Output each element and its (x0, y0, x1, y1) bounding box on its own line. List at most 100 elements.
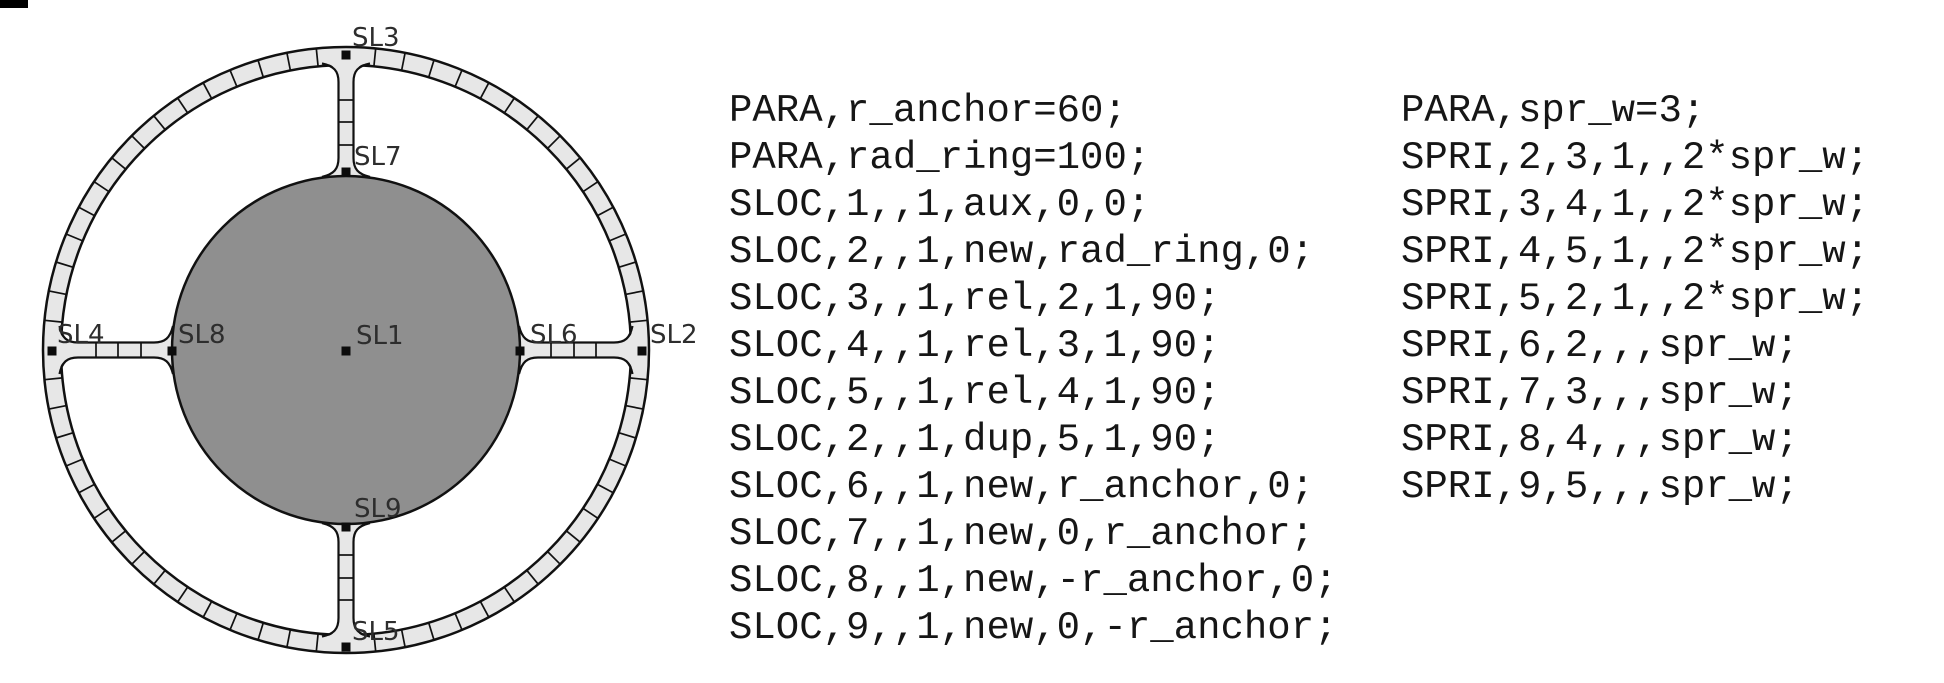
code-line: SLOC,8,,1,new,-r_anchor,0; (729, 559, 1338, 603)
ring-segment-divider (503, 586, 516, 603)
ring-segment-divider (65, 233, 84, 242)
ring-segment-divider (582, 507, 599, 520)
sl2-label: SL2 (650, 320, 698, 350)
ring-segment-divider (131, 550, 146, 565)
ring-segment-divider (629, 319, 648, 323)
sl8-marker (167, 346, 177, 356)
code-line: PARA,spr_w=3; (1401, 89, 1706, 133)
ring-segment-divider (479, 600, 490, 618)
ring-segment-divider (257, 622, 265, 641)
code-line: SPRI,2,3,1,,2*spr_w; (1401, 136, 1870, 180)
ring-segment-divider (618, 431, 637, 439)
code-line: SLOC,7,,1,new,0,r_anchor; (729, 512, 1315, 556)
ring-segment-divider (315, 633, 319, 652)
ring-segment-divider (55, 261, 74, 269)
code-line: SLOC,2,,1,dup,5,1,90; (729, 418, 1221, 462)
sl6-marker (515, 346, 525, 356)
ring-segment-divider (373, 48, 377, 67)
sl3-marker (341, 50, 351, 60)
sl4-marker (47, 346, 57, 356)
spri-code-listing: PARA,spr_w=3;SPRI,2,3,1,,2*spr_w;SPRI,3,… (1401, 88, 1869, 511)
sl3-label: SL3 (352, 23, 400, 53)
sl9-label: SL9 (354, 494, 402, 524)
ring-segment-divider (582, 180, 599, 193)
ring-segment-divider (618, 261, 637, 269)
ring-segment-divider (629, 377, 648, 381)
ring-segment-divider (526, 115, 539, 131)
code-line: PARA,rad_ring=100; (729, 136, 1151, 180)
ring-segment-divider (454, 69, 463, 88)
ring-segment-divider (176, 586, 189, 603)
ring-segment-divider (202, 600, 213, 618)
ring-segment-divider (546, 135, 561, 150)
sl5-marker (341, 642, 351, 652)
ring-segment-divider (65, 458, 84, 467)
spoke-edge (58, 356, 175, 375)
ring-structure-diagram: SL1 SL2 SL3 SL4 SL5 SL6 SL7 SL8 SL9 (41, 23, 698, 655)
ring-segment-divider (427, 622, 435, 641)
ring-segment-divider (565, 157, 581, 170)
ring-segment-divider (229, 69, 238, 88)
ring-segment-divider (373, 633, 377, 652)
sl4-label: SL4 (57, 320, 105, 350)
ring-segment-divider (608, 233, 627, 242)
code-line: SLOC,3,,1,rel,2,1,90; (729, 277, 1221, 321)
ring-segment-divider (78, 206, 96, 217)
sl7-label: SL7 (354, 142, 402, 172)
code-line: SPRI,9,5,,,spr_w; (1401, 465, 1799, 509)
sloc-code-listing: PARA,r_anchor=60;PARA,rad_ring=100; SLOC,… (729, 88, 1338, 652)
code-line: SPRI,3,4,1,,2*spr_w; (1401, 183, 1870, 227)
spokes (58, 62, 634, 638)
ring-segment-divider (55, 431, 74, 439)
spoke-edge (321, 521, 340, 638)
ring-segment-divider (111, 157, 127, 170)
spoke-edge (352, 521, 371, 638)
ring-segment-divider (625, 290, 644, 296)
code-line: SPRI,4,5,1,,2*spr_w; (1401, 230, 1870, 274)
spoke-edge (58, 325, 175, 344)
code-line: SLOC,6,,1,new,r_anchor,0; (729, 465, 1315, 509)
code-line: SPRI,6,2,,,spr_w; (1401, 324, 1799, 368)
ring-segment-divider (286, 52, 292, 71)
ring-segment-divider (93, 180, 110, 193)
ring-band-segments (44, 48, 648, 652)
code-line: SLOC,9,,1,new,0,-r_anchor; (729, 606, 1338, 650)
ring-segment-divider (427, 59, 435, 78)
ring-segment-divider (546, 550, 561, 565)
ring-segment-divider (400, 52, 406, 71)
spoke-edge (517, 356, 634, 375)
ring-segment-divider (153, 115, 166, 131)
ring-segment-divider (596, 483, 614, 494)
ring-segment-divider (229, 612, 238, 631)
node-labels: SL1 SL2 SL3 SL4 SL5 SL6 SL7 SL8 SL9 (57, 23, 698, 647)
spoke (321, 521, 371, 638)
spoke-edge (321, 62, 340, 179)
ring-segment-divider (93, 507, 110, 520)
spoke-fill (322, 62, 370, 178)
sl1-marker (341, 346, 351, 356)
spoke-edge (352, 62, 371, 179)
code-line: SLOC,2,,1,new,rad_ring,0; (729, 230, 1315, 274)
spoke-fill (518, 326, 634, 374)
code-line: SPRI,8,4,,,spr_w; (1401, 418, 1799, 462)
ring-segment-divider (596, 206, 614, 217)
sl9-marker (341, 522, 351, 532)
ring-segment-divider (78, 483, 96, 494)
spoke (517, 325, 634, 375)
sl6-label: SL6 (530, 320, 578, 350)
ring-segment-divider (526, 569, 539, 585)
ring-segment-divider (176, 97, 189, 114)
ring-segment-divider (257, 59, 265, 78)
code-line: PARA,r_anchor=60; (729, 89, 1127, 133)
spoke-fill (58, 326, 174, 374)
ring-segment-divider (625, 404, 644, 410)
sl7-marker (341, 167, 351, 177)
ring-segment-divider (608, 458, 627, 467)
sl1-label: SL1 (356, 321, 404, 351)
ring-segment-divider (202, 82, 213, 100)
ring-segment-divider (153, 569, 166, 585)
ring-segment-divider (48, 404, 67, 410)
spoke-edge (517, 325, 634, 344)
ring-segment-divider (44, 377, 63, 381)
